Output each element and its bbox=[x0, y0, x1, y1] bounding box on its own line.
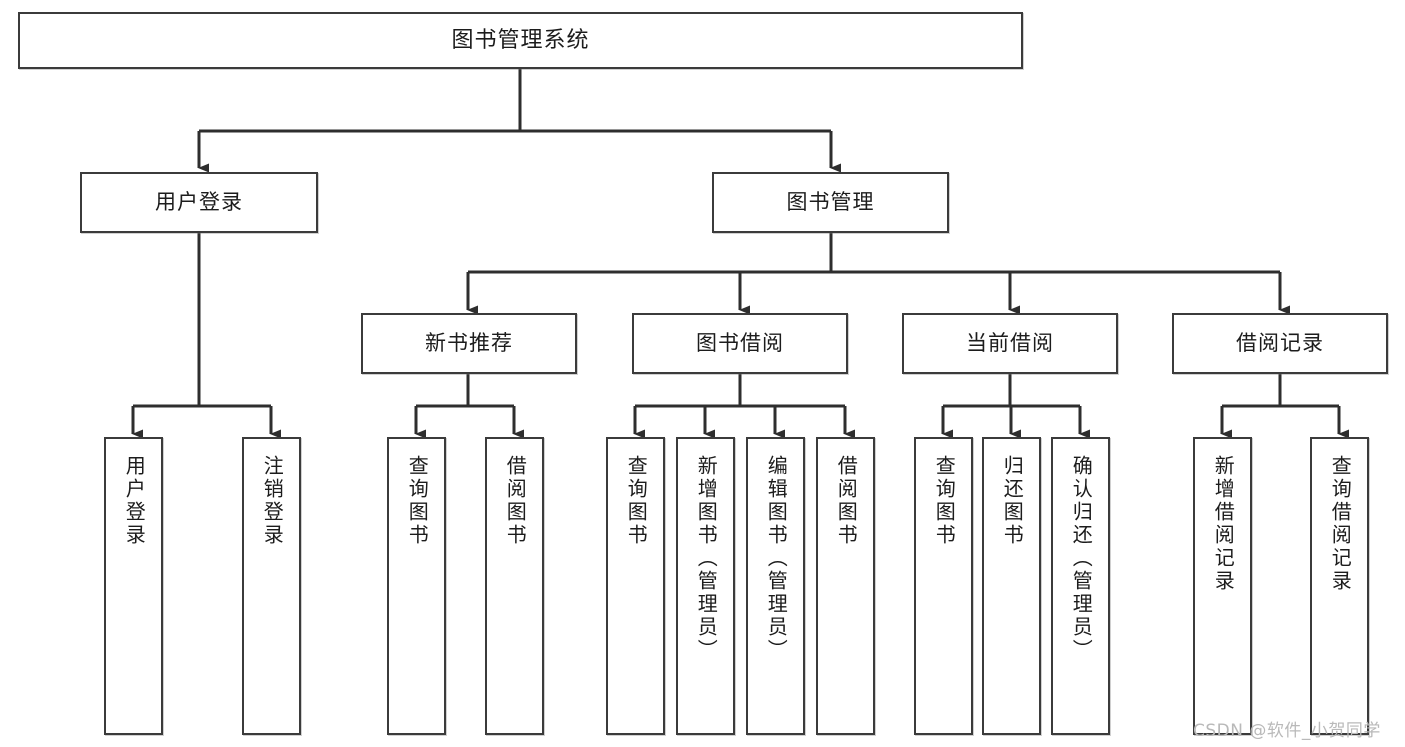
node-leaf-logout-label: 注销登录 bbox=[260, 455, 285, 547]
node-user-login-label: 用户登录 bbox=[155, 190, 243, 215]
node-leaf-borrow-book-2-label: 借阅图书 bbox=[834, 455, 859, 547]
node-leaf-query-record-label: 查询借阅记录 bbox=[1328, 455, 1353, 593]
node-current-borrow-label: 当前借阅 bbox=[966, 331, 1054, 356]
csdn-watermark: CSDN @软件_小贺同学 bbox=[1193, 721, 1381, 741]
node-leaf-borrow-book-2[interactable]: 借阅图书 bbox=[816, 437, 875, 735]
node-book-borrow-label: 图书借阅 bbox=[696, 331, 784, 356]
node-book-borrow[interactable]: 图书借阅 bbox=[632, 313, 848, 374]
node-leaf-return-book[interactable]: 归还图书 bbox=[982, 437, 1041, 735]
node-current-borrow[interactable]: 当前借阅 bbox=[902, 313, 1118, 374]
node-leaf-query-book-3-label: 查询图书 bbox=[932, 455, 957, 547]
node-borrow-record[interactable]: 借阅记录 bbox=[1172, 313, 1388, 374]
node-leaf-query-book-2-label: 查询图书 bbox=[624, 455, 649, 547]
node-new-book-rec[interactable]: 新书推荐 bbox=[361, 313, 577, 374]
node-leaf-query-record[interactable]: 查询借阅记录 bbox=[1310, 437, 1369, 735]
node-leaf-query-book-2[interactable]: 查询图书 bbox=[606, 437, 665, 735]
node-leaf-add-record[interactable]: 新增借阅记录 bbox=[1193, 437, 1252, 735]
node-book-manage-label: 图书管理 bbox=[786, 190, 875, 215]
node-leaf-edit-book[interactable]: 编辑图书（管理员） bbox=[746, 437, 805, 735]
node-leaf-query-book-1[interactable]: 查询图书 bbox=[387, 437, 446, 735]
node-leaf-user-login-label: 用户登录 bbox=[122, 455, 147, 547]
node-leaf-user-login[interactable]: 用户登录 bbox=[104, 437, 163, 735]
node-root[interactable]: 图书管理系统 bbox=[18, 12, 1023, 69]
node-leaf-query-book-1-label: 查询图书 bbox=[405, 455, 430, 547]
node-root-label: 图书管理系统 bbox=[451, 27, 590, 53]
node-borrow-record-label: 借阅记录 bbox=[1236, 331, 1324, 356]
node-leaf-borrow-book-1[interactable]: 借阅图书 bbox=[485, 437, 544, 735]
node-leaf-confirm-return[interactable]: 确认归还（管理员） bbox=[1051, 437, 1110, 735]
node-leaf-query-book-3[interactable]: 查询图书 bbox=[914, 437, 973, 735]
node-leaf-confirm-return-label: 确认归还（管理员） bbox=[1069, 455, 1094, 662]
node-leaf-add-book[interactable]: 新增图书（管理员） bbox=[676, 437, 735, 735]
node-leaf-add-book-label: 新增图书（管理员） bbox=[694, 455, 719, 662]
node-leaf-borrow-book-1-label: 借阅图书 bbox=[503, 455, 528, 547]
node-user-login[interactable]: 用户登录 bbox=[80, 172, 318, 233]
node-leaf-return-book-label: 归还图书 bbox=[1000, 455, 1025, 547]
node-leaf-edit-book-label: 编辑图书（管理员） bbox=[764, 455, 789, 662]
node-leaf-logout[interactable]: 注销登录 bbox=[242, 437, 301, 735]
node-book-manage[interactable]: 图书管理 bbox=[712, 172, 949, 233]
node-leaf-add-record-label: 新增借阅记录 bbox=[1211, 455, 1236, 593]
node-new-book-rec-label: 新书推荐 bbox=[425, 331, 513, 356]
